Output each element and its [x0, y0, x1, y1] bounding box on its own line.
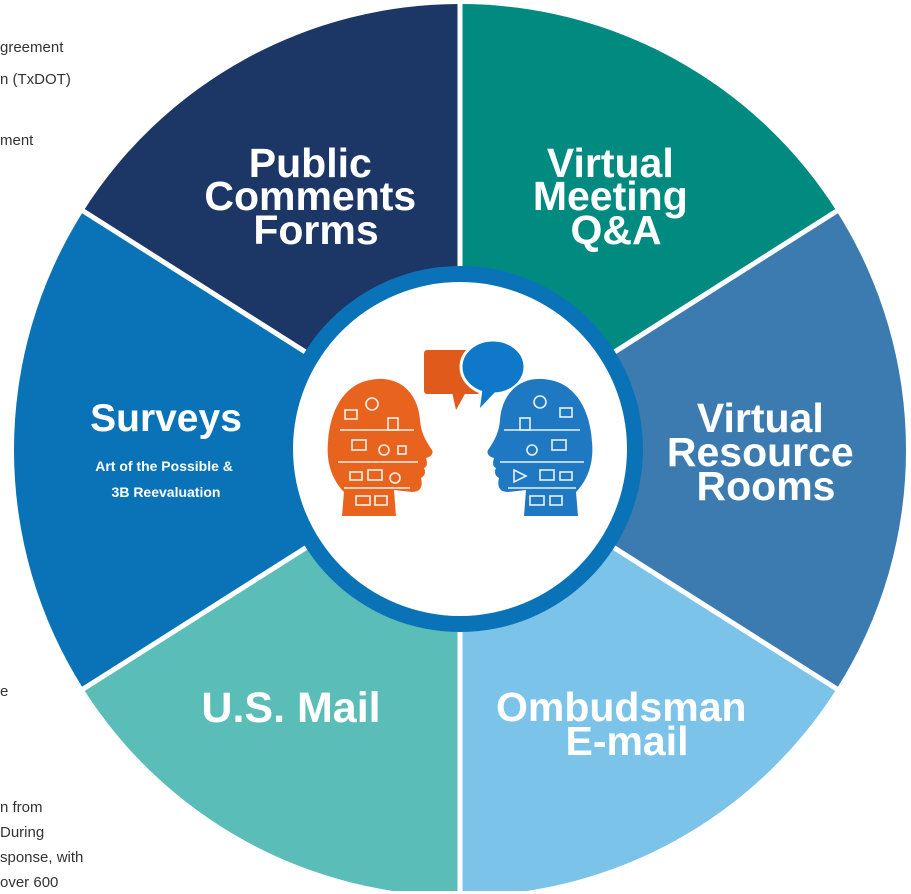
segment-title-line: Resource [667, 429, 854, 475]
segment-title-surveys: Surveys [90, 397, 242, 440]
background-text-line: n from [0, 799, 43, 816]
background-text-line: e [0, 683, 9, 700]
segment-title-line: Surveys [90, 397, 242, 440]
segment-title-line: Forms [253, 207, 378, 253]
background-text-line: greement [0, 39, 64, 56]
segment-subtitle-line: Art of the Possible & [95, 458, 233, 474]
segment-title-line: Public [249, 140, 372, 186]
segment-title-line: Meeting [533, 173, 688, 219]
head-profile-icon [327, 378, 433, 516]
segment-subtitle-surveys: Art of the Possible & 3B Reevaluation [95, 458, 237, 500]
segment-title-line: U.S. Mail [201, 684, 380, 732]
segment-title-line: Virtual [697, 395, 824, 441]
segment-title-ombudsman-email: Ombudsman E-mail [496, 684, 758, 764]
segment-title-public-comments: Public Comments Forms [204, 140, 427, 253]
background-text-line: ment [0, 132, 34, 149]
segment-title-us-mail: U.S. Mail [201, 684, 380, 732]
background-text-line: During [0, 824, 45, 841]
segment-surveys [13, 211, 461, 689]
segment-title-virtual-meeting: Virtual Meeting Q&A [533, 140, 699, 253]
segment-title-line: E-mail [565, 718, 688, 764]
head-profile-icon [487, 378, 593, 516]
background-text-line: sponse, with [0, 849, 84, 866]
segment-virtual-resource-rooms [460, 211, 907, 689]
segment-title-line: Virtual [547, 140, 674, 186]
segment-title-virtual-resource-rooms: Virtual Resource Rooms [667, 395, 865, 509]
segment-title-line: Rooms [697, 463, 836, 509]
segment-subtitle-line: 3B Reevaluation [112, 484, 221, 500]
segment-title-line: Comments [204, 173, 416, 219]
center-disc [293, 282, 627, 616]
background-text-line: n (TxDOT) [0, 71, 71, 88]
speech-bubble-icon [459, 338, 527, 408]
segment-title-line: Q&A [570, 207, 661, 253]
segment-title-line: Ombudsman [496, 684, 747, 730]
background-text-line: over 600 [0, 874, 59, 891]
